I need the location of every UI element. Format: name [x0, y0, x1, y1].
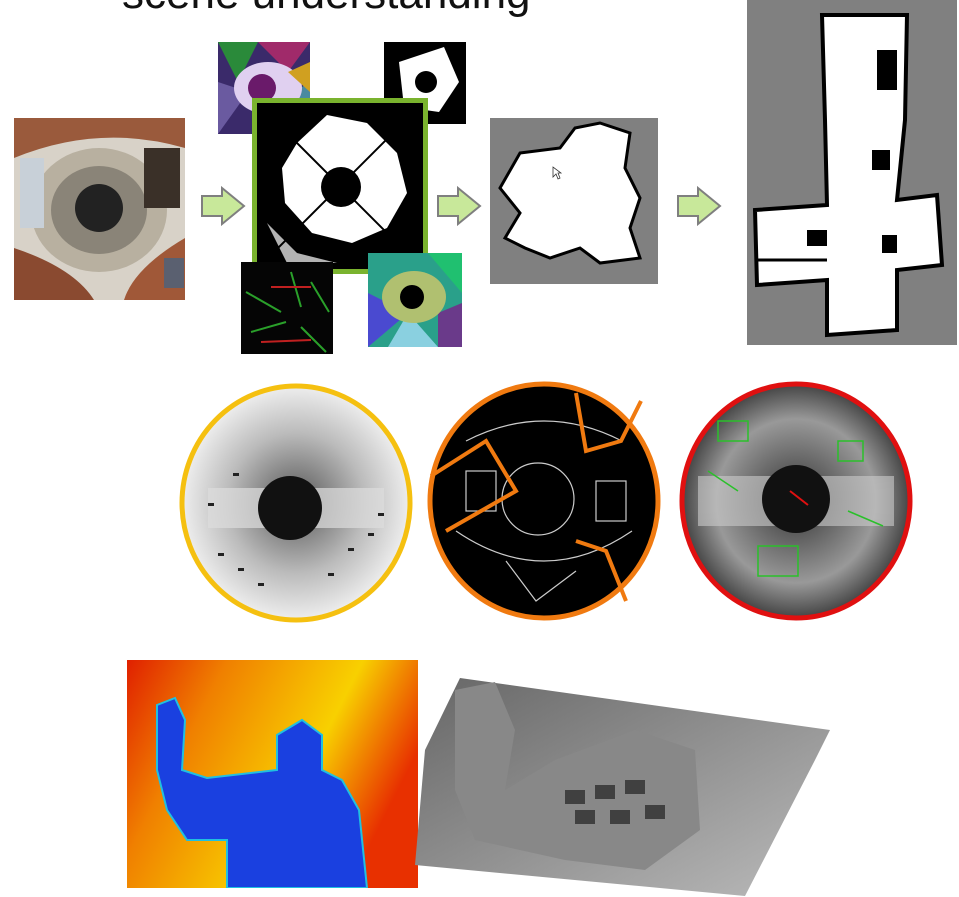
depth-map-image: [127, 660, 418, 888]
mouse-pointer-icon: [552, 166, 562, 180]
edge-lines-thumbnail: [241, 262, 333, 354]
fisheye-corridor-image: [678, 381, 914, 621]
right-arrow-icon: [436, 186, 482, 226]
local-free-space-map: [490, 118, 658, 284]
page-title: scene understanding: [122, 0, 531, 16]
fisheye-feature-points-image: [178, 383, 414, 623]
highlighted-binary-image: [252, 98, 428, 274]
right-arrow-icon: [200, 186, 246, 226]
depth-surface-plot: [415, 670, 833, 896]
fisheye-room-photo: [14, 118, 185, 300]
global-occupancy-map: [747, 0, 957, 345]
fisheye-edge-image: [426, 381, 662, 621]
right-arrow-icon: [676, 186, 722, 226]
region-segmentation-thumbnail: [368, 253, 462, 347]
